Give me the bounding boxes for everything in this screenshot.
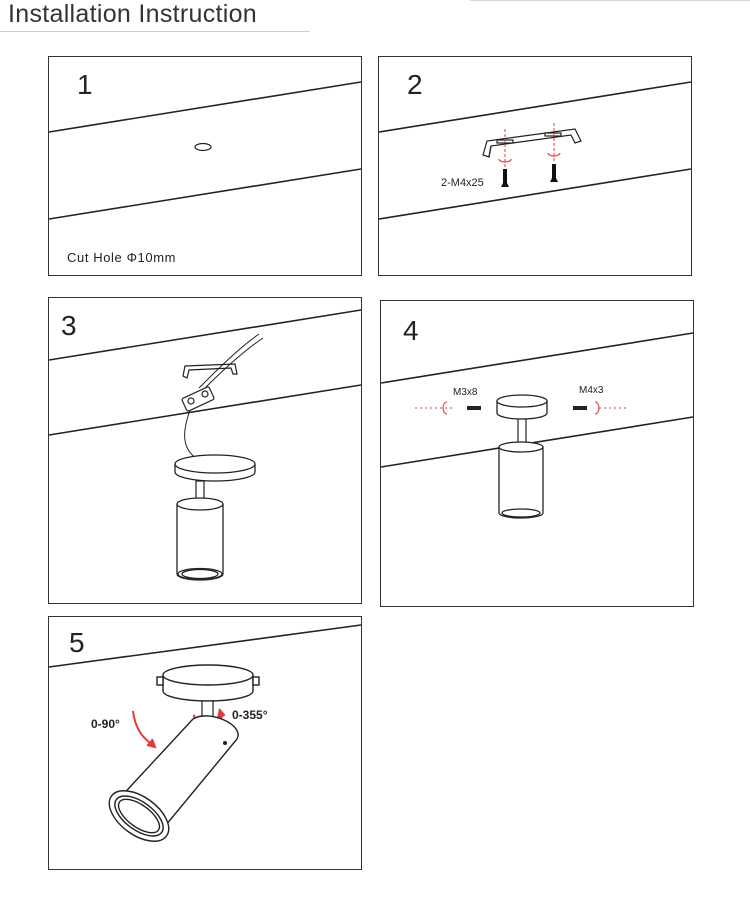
step-2-drawing bbox=[379, 81, 691, 220]
guide-lines bbox=[504, 123, 555, 169]
title-underline bbox=[0, 31, 310, 32]
terminal-block bbox=[181, 386, 215, 412]
rotation-arrows bbox=[498, 152, 561, 163]
step-5-tilt-label: 0-90° bbox=[91, 717, 120, 731]
canopy bbox=[174, 454, 256, 482]
step-2-number: 2 bbox=[407, 69, 423, 100]
step-2-screw-label: 2-M4x25 bbox=[441, 177, 484, 189]
canopy bbox=[156, 664, 260, 702]
step-5-drawing bbox=[49, 624, 361, 842]
step-4-panel: 4 M3x8 M4x3 bbox=[380, 300, 694, 607]
step-4-screw-left: M3x8 bbox=[453, 387, 478, 398]
step-3-panel: 3 bbox=[48, 297, 362, 604]
rotation-marks bbox=[442, 401, 600, 415]
step-3-drawing bbox=[49, 309, 361, 581]
step-5-rotate-label: 0-355° bbox=[232, 708, 268, 722]
step-1-drawing bbox=[49, 81, 361, 220]
step-4-screw-right: M4x3 bbox=[579, 385, 604, 396]
bracket bbox=[182, 363, 238, 379]
page-title: Installation Instruction bbox=[8, 0, 257, 28]
spotlight-body bbox=[498, 441, 544, 519]
canopy bbox=[496, 394, 548, 420]
step-1-caption: Cut Hole Φ10mm bbox=[67, 250, 177, 265]
mounting-bracket bbox=[482, 128, 582, 158]
cut-hole bbox=[194, 142, 212, 152]
step-5-number: 5 bbox=[69, 627, 85, 658]
step-3-number: 3 bbox=[61, 310, 77, 341]
stem bbox=[517, 418, 527, 444]
spotlight-body bbox=[103, 715, 239, 842]
wall-screws bbox=[501, 164, 558, 187]
step-4-drawing bbox=[381, 332, 693, 519]
step-1-number: 1 bbox=[77, 69, 93, 100]
step-5-panel: 5 0-90° 0-355° bbox=[48, 616, 362, 870]
side-screws bbox=[467, 406, 587, 410]
top-right-rule bbox=[470, 0, 750, 1]
step-1-panel: 1 Cut Hole Φ10mm bbox=[48, 56, 362, 276]
step-2-panel: 2 2-M4x25 bbox=[378, 56, 692, 276]
spotlight-body bbox=[176, 497, 224, 581]
tilt-arrow bbox=[132, 710, 157, 749]
step-4-number: 4 bbox=[403, 315, 419, 346]
pivot-screw bbox=[223, 741, 227, 745]
